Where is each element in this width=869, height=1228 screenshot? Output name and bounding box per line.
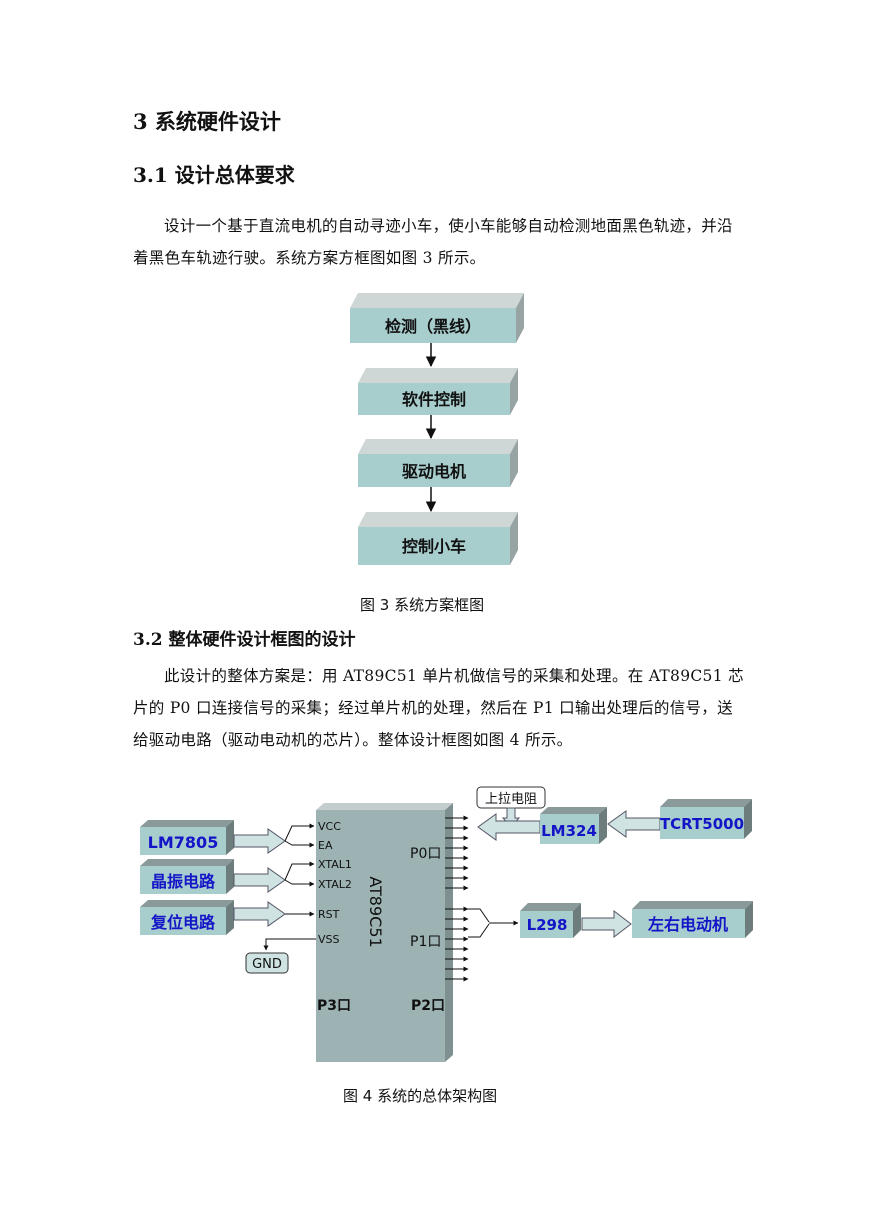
flow-step-software: 软件控制 bbox=[358, 368, 518, 415]
gnd-label: GND bbox=[252, 957, 282, 972]
flow-step-drive-motor: 驱动电机 bbox=[358, 439, 518, 487]
arrow-reset-to-mcu bbox=[233, 901, 286, 927]
pin-xtal1: XTAL1 bbox=[318, 858, 352, 871]
figure-3-flowchart: 检测（黑线） 软件控制 驱动电机 控制小车 bbox=[350, 293, 524, 565]
gnd-label-box: GND bbox=[245, 952, 289, 974]
figure-3-caption: 图 3 系统方案框图 bbox=[360, 596, 485, 614]
pin-vcc: VCC bbox=[318, 820, 341, 833]
block-crystal-circuit-label: 晶振电路 bbox=[151, 872, 216, 891]
paragraph-overall-scheme: 此设计的整体方案是：用 AT89C51 单片机做信号的采集和处理。在 AT89C… bbox=[133, 667, 744, 749]
flow-step-detect: 检测（黑线） bbox=[350, 293, 524, 343]
arrow-lm324-to-p0 bbox=[477, 813, 541, 841]
pin-rst: RST bbox=[318, 908, 340, 921]
block-l298: L298 bbox=[520, 903, 581, 938]
port-p1-label: P1口 bbox=[410, 934, 441, 950]
flow-step-control-car-label: 控制小车 bbox=[402, 537, 466, 556]
flow-step-detect-label: 检测（黑线） bbox=[385, 317, 481, 336]
pin-ea: EA bbox=[318, 839, 333, 852]
arrow-lm7805-to-mcu bbox=[233, 828, 286, 854]
arrow-tcrt-to-lm324 bbox=[607, 810, 661, 838]
block-l298-label: L298 bbox=[527, 916, 568, 934]
block-motor-label: 左右电动机 bbox=[647, 915, 728, 934]
p1-port-lines bbox=[445, 906, 469, 982]
arrow-crystal-to-mcu bbox=[233, 867, 286, 893]
block-tcrt5000: TCRT5000 bbox=[660, 799, 752, 839]
arrow-l298-to-motor bbox=[581, 909, 632, 939]
flow-step-drive-motor-label: 驱动电机 bbox=[402, 462, 466, 481]
figure-4-architecture: AT89C51 VCC EA XTAL1 XTAL2 RST VSS P0口 P… bbox=[140, 786, 753, 1062]
block-lm324: LM324 bbox=[540, 807, 607, 844]
port-p2-label: P2口 bbox=[411, 998, 445, 1014]
figure-4-caption: 图 4 系统的总体架构图 bbox=[343, 1087, 498, 1105]
flow-step-control-car: 控制小车 bbox=[358, 512, 518, 565]
mcu-chip-label: AT89C51 bbox=[366, 876, 385, 947]
port-p3-label: P3口 bbox=[317, 998, 351, 1014]
p1-to-l298-lines bbox=[468, 908, 519, 938]
subsection-heading-3-1: 3.1 设计总体要求 bbox=[133, 163, 295, 187]
block-tcrt5000-label: TCRT5000 bbox=[660, 815, 744, 833]
block-reset-circuit-label: 复位电路 bbox=[150, 913, 216, 932]
paragraph-design-requirements: 设计一个基于直流电机的自动寻迹小车，使小车能够自动检测地面黑色轨迹，并沿着黑色车… bbox=[133, 217, 733, 267]
block-lm7805: LM7805 bbox=[140, 820, 234, 855]
block-lm7805-label: LM7805 bbox=[148, 833, 219, 852]
flow-step-software-label: 软件控制 bbox=[402, 390, 466, 409]
block-crystal-circuit: 晶振电路 bbox=[140, 859, 234, 894]
port-p0-label: P0口 bbox=[410, 846, 441, 862]
pullup-resistor-box: 上拉电阻 bbox=[476, 786, 546, 809]
left-pin-lines bbox=[263, 823, 316, 951]
mcu-chip: AT89C51 VCC EA XTAL1 XTAL2 RST VSS P0口 P… bbox=[316, 803, 453, 1062]
section-heading: 3 系统硬件设计 bbox=[133, 109, 281, 134]
block-motor: 左右电动机 bbox=[632, 901, 753, 938]
pin-xtal2: XTAL2 bbox=[318, 878, 352, 891]
block-reset-circuit: 复位电路 bbox=[140, 900, 234, 935]
block-lm324-label: LM324 bbox=[541, 822, 597, 840]
pin-vss: VSS bbox=[318, 933, 340, 946]
pullup-resistor-label: 上拉电阻 bbox=[485, 792, 537, 807]
subsection-heading-3-2: 3.2 整体硬件设计框图的设计 bbox=[133, 630, 356, 650]
p0-port-lines bbox=[445, 815, 469, 891]
